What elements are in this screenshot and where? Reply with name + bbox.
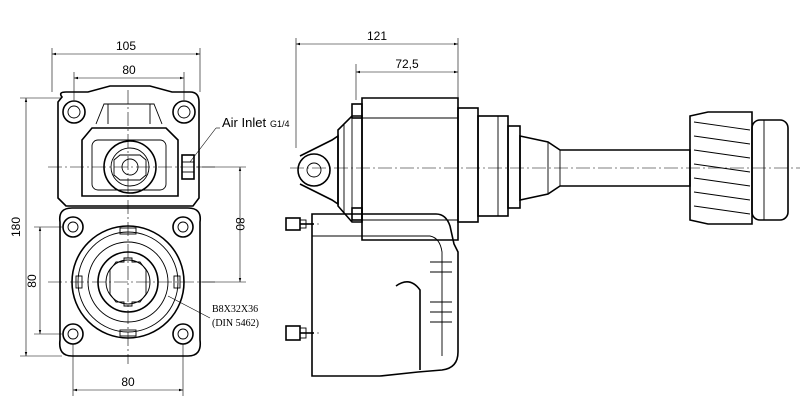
front-dimensions (20, 48, 246, 396)
front-view (57, 85, 202, 357)
dim-left-180: 180 (9, 217, 23, 237)
dim-top-105: 105 (116, 39, 136, 53)
dim-bottom-80: 80 (121, 375, 135, 389)
dim-top-80: 80 (122, 63, 136, 77)
dim-right-80: 80 (233, 217, 247, 231)
front-center-lines (48, 90, 215, 364)
air-inlet-size-label: G1/4 (270, 119, 290, 129)
spline-spec-label: B8X32X36 (212, 304, 258, 315)
side-view (285, 38, 789, 377)
dim-side-121: 121 (367, 29, 387, 43)
air-inlet-label: Air Inlet (222, 115, 266, 130)
spline-standard-label: (DIN 5462) (212, 318, 259, 329)
dim-lower-left-80: 80 (25, 274, 39, 288)
dim-side-72-5: 72,5 (395, 57, 419, 71)
